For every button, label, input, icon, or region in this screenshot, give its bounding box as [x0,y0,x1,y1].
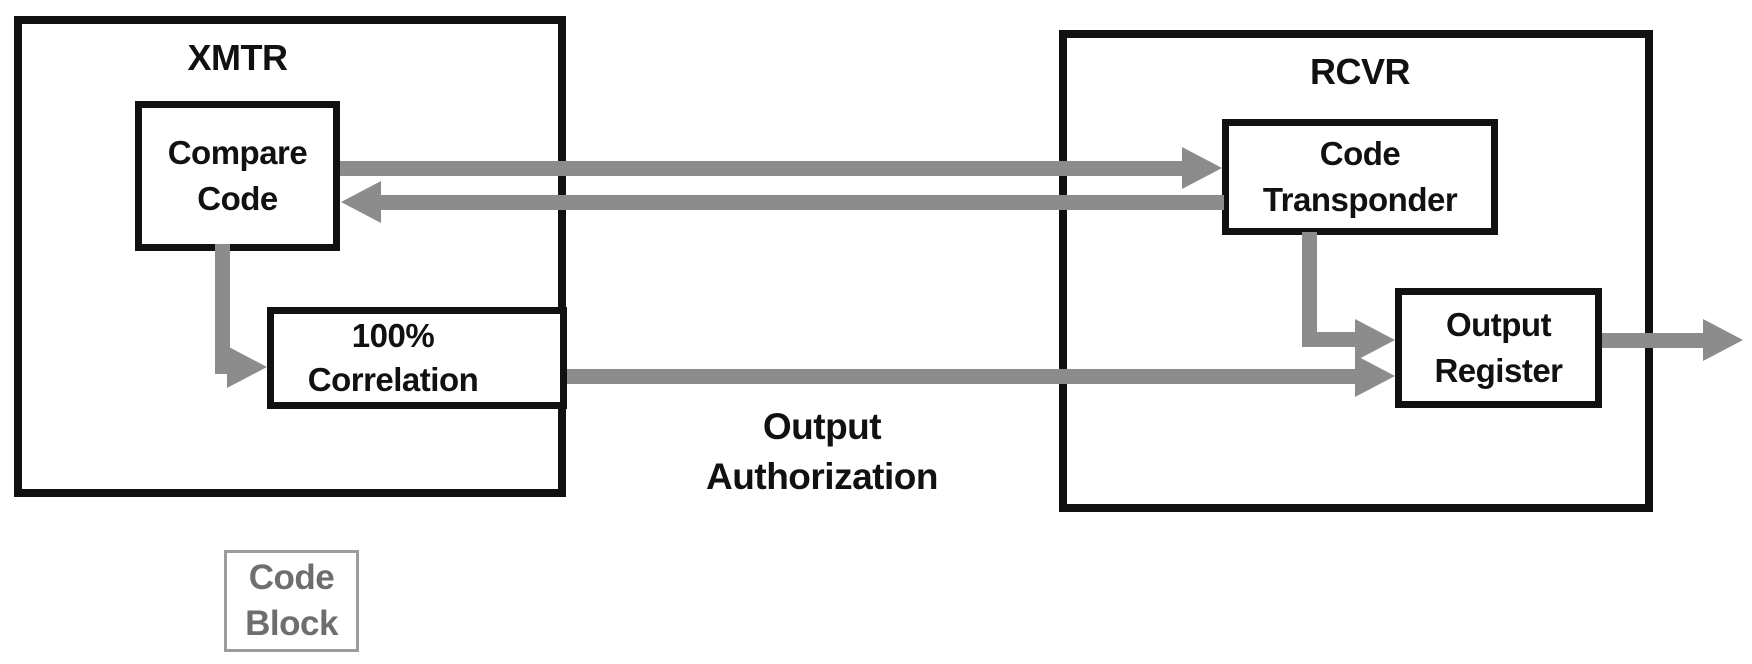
arrow-transponder-to-compare-line [381,195,1224,210]
xmtr-title: XMTR [187,37,289,78]
code-block-label-line2: Block [245,604,338,643]
rcvr-enclosure [1059,30,1653,512]
arrow-correlation-to-register-head-icon [1355,355,1395,397]
arrow-transponder-to-register-head-icon [1355,319,1395,361]
arrow-compare-to-transponder-head-icon [1182,147,1222,189]
output-register-block: Output Register [1395,288,1602,408]
output-authorization-caption: Output Authorization [622,402,1022,502]
compare-code-block: Compare Code [135,101,340,251]
arrow-transponder-to-register-horizontal [1302,332,1360,347]
compare-code-label-line2: Code [197,180,278,217]
compare-code-label: Compare Code [168,130,308,222]
code-transponder-label-line1: Code [1319,135,1401,172]
arrow-register-output-head-icon [1703,319,1743,361]
arrow-transponder-to-compare-head-icon [341,181,381,223]
arrow-compare-to-correlation-head-icon [227,346,267,388]
output-register-label-line2: Register [1434,352,1563,389]
code-block-label-line1: Code [248,558,335,597]
code-block-label: Code Block [245,555,338,647]
code-block-legend: Code Block [224,550,359,652]
correlation-label-line2: Correlation [307,361,479,398]
correlation-label-line1: 100% [351,317,435,354]
code-transponder-block: Code Transponder [1222,119,1498,235]
output-authorization-line2: Authorization [706,456,938,497]
output-register-label-line1: Output [1445,306,1552,343]
arrow-transponder-to-register-vertical [1302,232,1317,347]
compare-code-label-line1: Compare [167,134,308,171]
code-transponder-label: Code Transponder [1262,131,1458,223]
arrow-compare-to-correlation-vertical [215,244,230,374]
output-authorization-line1: Output [762,406,882,447]
correlation-block: 100% Correlation [267,307,567,409]
rcvr-title: RCVR [1309,51,1411,92]
xmtr-enclosure [14,16,566,497]
arrow-correlation-to-register-line [567,369,1357,384]
arrow-register-output-line [1602,333,1705,348]
code-transponder-label-line2: Transponder [1262,181,1458,218]
correlation-label: 100% Correlation [308,314,527,402]
arrow-compare-to-transponder-line [340,161,1186,176]
output-register-label: Output Register [1434,302,1563,394]
